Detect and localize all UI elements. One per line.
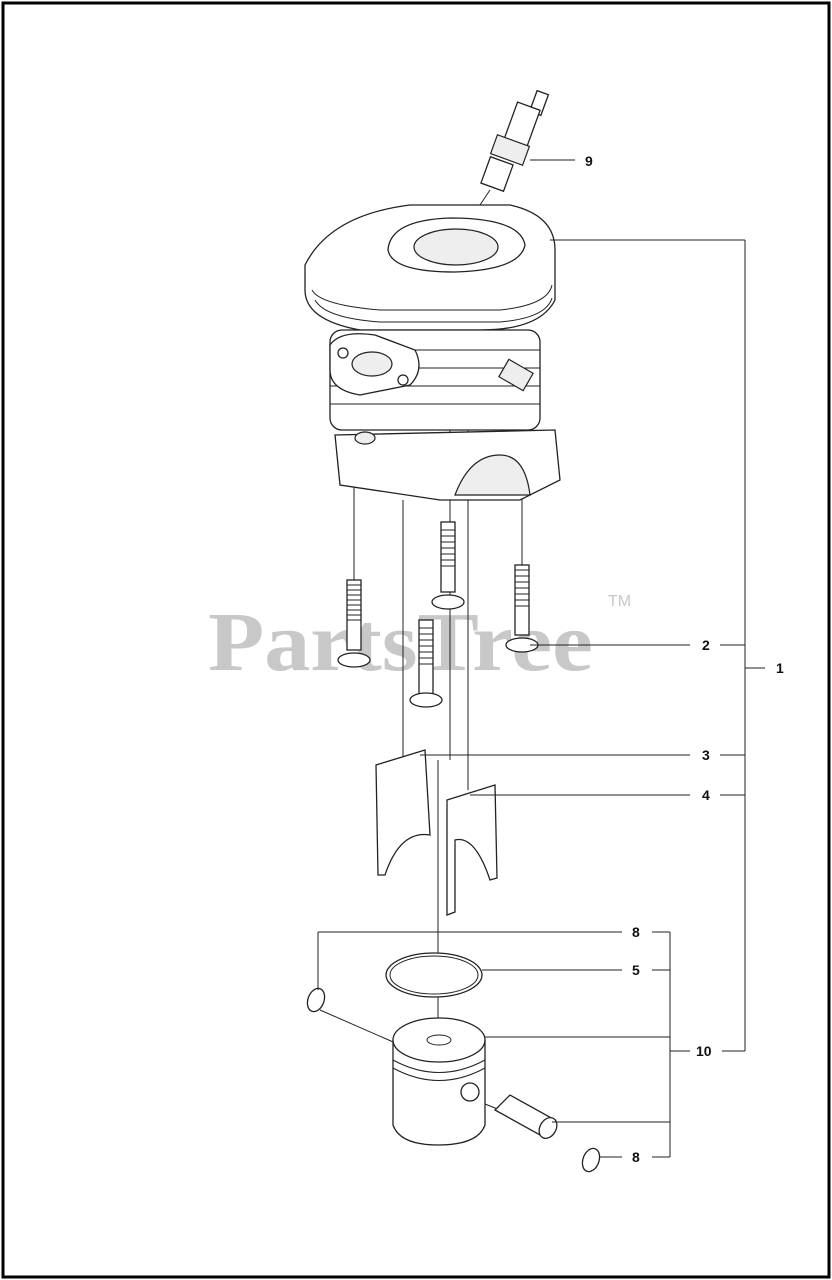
spark-plug: [459, 89, 550, 236]
callout-4-shell: 4: [702, 787, 710, 803]
circlips: [306, 987, 601, 1173]
cylinder: [304, 204, 561, 501]
callout-5-piston-ring: 5: [632, 962, 640, 978]
bolt: [409, 619, 443, 708]
callout-2-bolt: 2: [702, 637, 710, 653]
piston: [392, 1017, 486, 1146]
callout-1-cylinder-assembly: 1: [776, 660, 784, 676]
callout-9-spark-plug: 9: [585, 153, 593, 169]
bolt: [431, 521, 465, 610]
callout-8-circlip: 8: [632, 1149, 640, 1165]
callout-3-shell: 3: [702, 747, 710, 763]
piston-pin: [493, 1094, 558, 1139]
callout-leaders: [317, 159, 765, 1158]
bolt: [337, 579, 371, 668]
callout-8-circlip: 8: [632, 924, 640, 940]
bolt: [505, 564, 539, 653]
bolts: [337, 521, 539, 708]
piston-ring: [385, 952, 483, 998]
watermark-trademark: TM: [608, 593, 631, 610]
callout-10-piston-kit: 10: [696, 1043, 712, 1059]
crankcase-shells: [375, 749, 498, 916]
